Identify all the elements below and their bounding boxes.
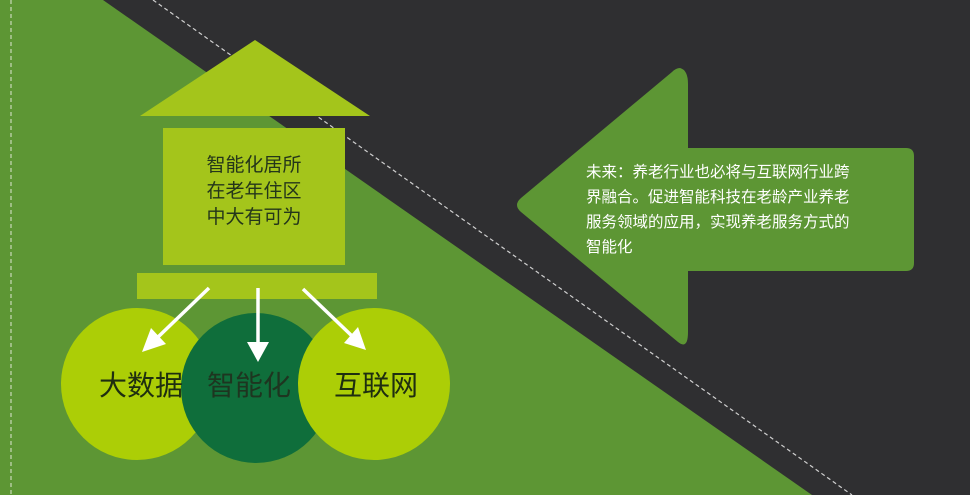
house-roof (140, 40, 370, 116)
circle-label-bigdata: 大数据 (98, 369, 183, 402)
house-line: 在老年住区 (206, 180, 302, 202)
future-note-line: 智能化 (586, 238, 633, 256)
future-note-line: 服务领域的应用，实现养老服务方式的 (586, 213, 850, 231)
circle-bigdata (61, 308, 213, 460)
circle-label-internet: 互联网 (333, 369, 418, 402)
arrow-to-internet (301, 287, 366, 350)
future-note-line: 未来：养老行业也必将与互联网行业跨 (586, 163, 850, 181)
left-arrow-shape (517, 68, 914, 345)
house-body (163, 128, 345, 265)
circle-internet (298, 308, 450, 460)
future-note-text: 未来：养老行业也必将与互联网行业跨 界融合。促进智能科技在老龄产业养老 服务领域… (586, 160, 904, 260)
circle-smart (181, 313, 331, 463)
house-caption: 智能化居所 在老年住区 中大有可为 (163, 152, 345, 230)
future-note-line: 界融合。促进智能科技在老龄产业养老 (586, 188, 850, 206)
arrow-to-smart (247, 288, 269, 362)
house-line: 中大有可为 (206, 206, 302, 228)
house-line: 智能化居所 (206, 154, 302, 176)
circle-label-smart: 智能化 (206, 369, 291, 402)
arrow-to-bigdata (142, 286, 211, 352)
